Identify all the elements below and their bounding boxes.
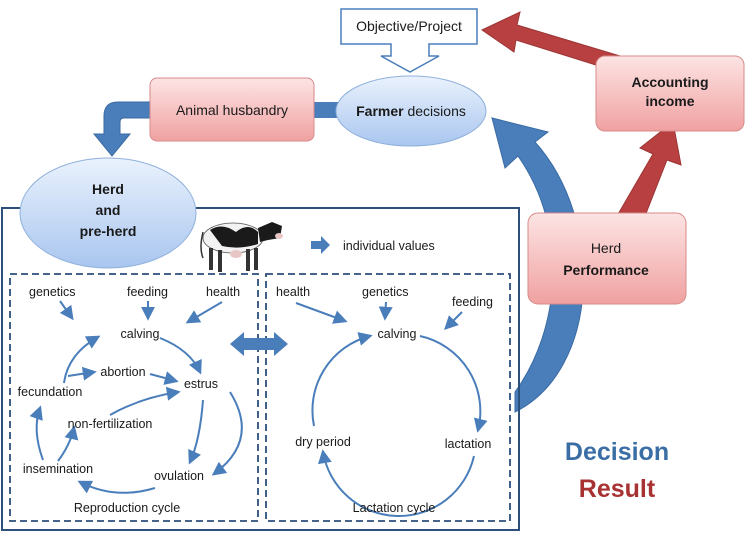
lact-lactation-to-dry-arrow [318, 449, 475, 517]
repro-health-arrow [185, 301, 223, 324]
lactation-box [265, 273, 511, 522]
accounting-income-node [595, 55, 745, 132]
repro-state-non-fertilization: non-fertilization [68, 417, 153, 431]
accounting-label-line2: income [645, 93, 694, 109]
repro-ovulation-to-estrus-arrow [211, 391, 243, 476]
herd-pre-herd-node [19, 157, 197, 269]
repro-state-estrus: estrus [184, 377, 218, 391]
performance-label-line2: Performance [563, 262, 649, 278]
lact-feeding-arrow [444, 311, 463, 330]
repro-insemination-to-nonfert-arrow [57, 425, 79, 462]
farmer-decisions-label-rest: decisions [404, 103, 466, 119]
repro-state-abortion: abortion [100, 365, 145, 379]
repro-input-feeding: feeding [127, 285, 168, 299]
farmer-decisions-node [335, 75, 487, 147]
repro-estrus-to-ovulation-arrow [188, 399, 204, 465]
repro-nonfert-to-estrus-arrow [109, 386, 181, 416]
individual-values-label: individual values [343, 239, 435, 253]
repro-state-ovulation: ovulation [154, 469, 204, 483]
repro-state-fecundation: fecundation [18, 385, 83, 399]
reproduction-box [9, 273, 259, 522]
legend-result: Result [579, 475, 656, 503]
herd-label-line1: Herd [92, 181, 124, 197]
legend-decision: Decision [565, 438, 669, 466]
lact-input-genetics: genetics [362, 285, 409, 299]
lact-state-dry-period: dry period [295, 435, 351, 449]
lact-dry-to-calving-arrow [311, 332, 373, 427]
objective-label: Objective/Project [356, 18, 462, 34]
performance-to-accounting-arrow [616, 121, 682, 217]
husbandry-to-herd-arrow [92, 101, 161, 157]
performance-label-line1: Herd [591, 240, 621, 256]
accounting-label-line1: Accounting [632, 74, 709, 90]
repro-state-calving: calving [121, 327, 160, 341]
herd-label-line2: and [96, 202, 121, 218]
lact-health-arrow [295, 302, 348, 324]
herd-system-box [1, 207, 520, 531]
repro-genetics-arrow [59, 300, 74, 321]
animal-husbandry-label: Animal husbandry [176, 102, 288, 118]
animal-husbandry-node [149, 77, 315, 142]
repro-arrows [29, 300, 243, 494]
repro-calving-to-estrus-arrow [159, 337, 202, 375]
objective-callout [340, 8, 478, 73]
repro-insemination-to-fecundation-arrow [29, 405, 44, 461]
repro-abortion-to-estrus-arrow [149, 371, 179, 385]
farmer-decisions-label-bold: Farmer [356, 103, 404, 119]
lact-arrows [295, 301, 488, 517]
performance-to-decisions-arrow [491, 117, 584, 413]
lact-input-health: health [276, 285, 310, 299]
repro-fecundation-to-calving-arrow [63, 335, 101, 384]
lact-state-calving: calving [378, 327, 417, 341]
lact-caption: Lactation cycle [353, 501, 436, 515]
lact-input-feeding: feeding [452, 295, 493, 309]
individual-values-arrow [311, 236, 330, 254]
lact-state-lactation: lactation [445, 437, 492, 451]
repro-input-genetics: genetics [29, 285, 76, 299]
repro-fecundation-to-abortion-arrow [67, 366, 97, 381]
cycle-link-double-arrow [230, 332, 288, 356]
herd-label-line3: pre-herd [80, 223, 137, 239]
repro-caption: Reproduction cycle [74, 501, 180, 515]
herd-performance-node [527, 212, 687, 305]
repro-ovulation-to-insemination-arrow [77, 480, 156, 494]
repro-state-insemination: insemination [23, 462, 93, 476]
farmer-decisions-label: Farmer decisions [356, 103, 466, 119]
lact-genetics-arrow [378, 301, 393, 321]
cow-illustration [200, 222, 283, 272]
lact-calving-to-lactation-arrow [419, 335, 488, 433]
repro-input-health: health [206, 285, 240, 299]
